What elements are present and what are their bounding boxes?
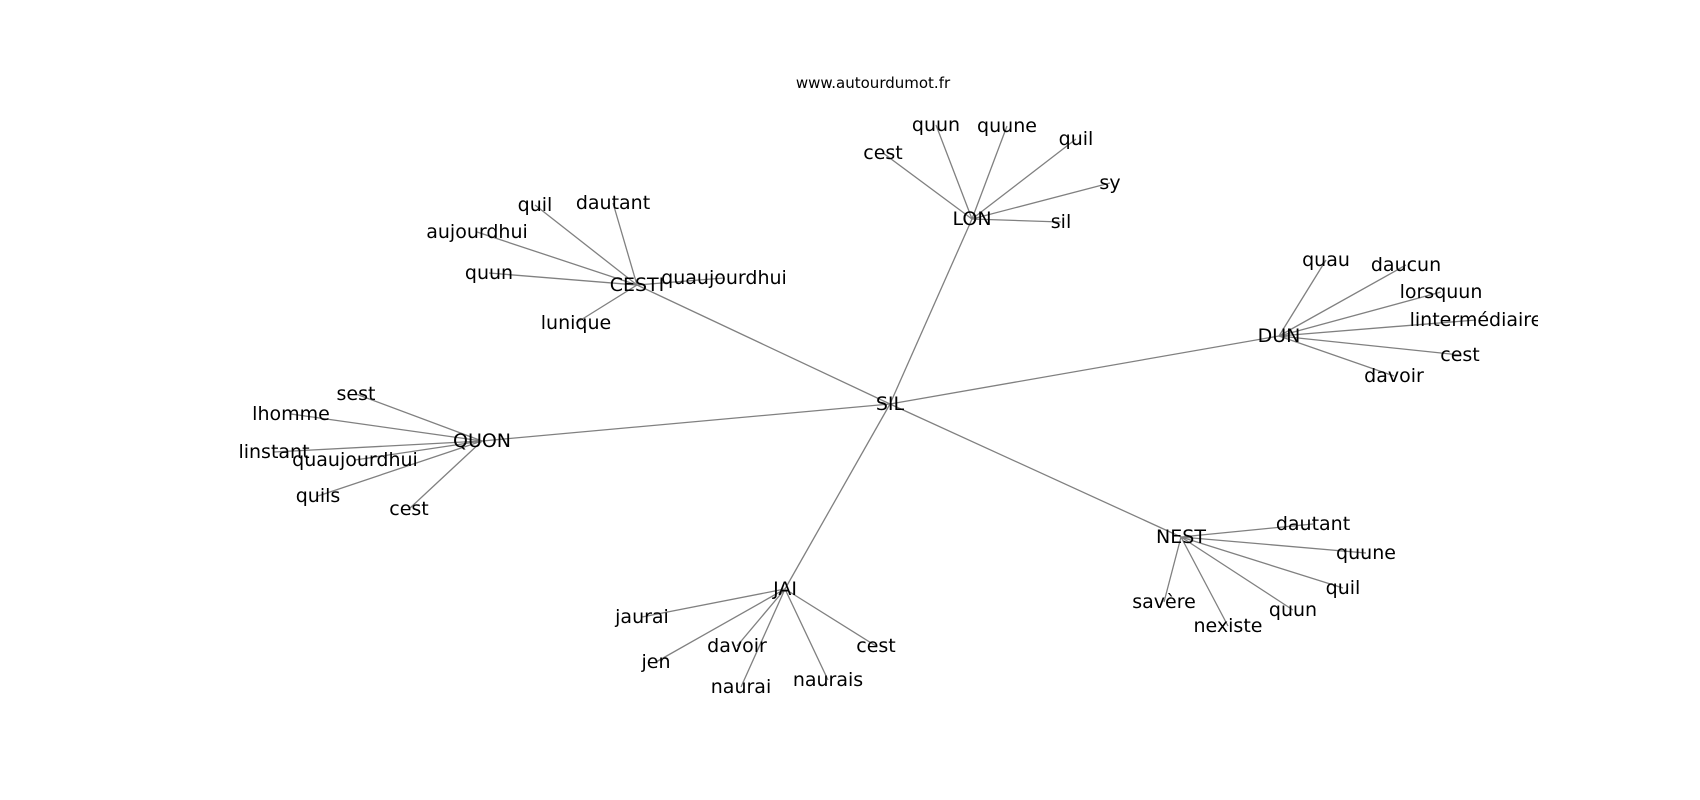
edge-dun-lorsquun [1278, 291, 1442, 337]
leaf-node-cesti-quun: quun [465, 262, 513, 284]
leaf-node-quon-cest: cest [389, 498, 428, 520]
leaf-node-cesti-dautant: dautant [576, 192, 650, 214]
leaf-node-quon-quils: quils [296, 485, 341, 507]
leaf-node-quon-quaujourdhui: quaujourdhui [292, 449, 418, 471]
edges-layer [273, 124, 1477, 688]
leaf-node-dun-lorsquun: lorsquun [1400, 281, 1483, 303]
leaf-node-lon-sil: sil [1051, 211, 1071, 233]
edge-lon-quun [935, 124, 973, 220]
leaf-node-nest-savere: savère [1132, 591, 1196, 613]
edge-center-lon [889, 218, 973, 405]
leaf-node-quon-linstant: linstant [238, 441, 309, 463]
edge-jai-cest [784, 588, 877, 647]
edge-lon-quune [971, 125, 1008, 220]
edge-quon-cest [408, 440, 483, 510]
edge-quon-sest [355, 393, 483, 442]
leaf-node-dun-daucun: daucun [1371, 254, 1441, 276]
leaf-node-lon-cest: cest [863, 142, 902, 164]
edge-lon-sil [971, 218, 1062, 223]
edge-nest-quil [1180, 536, 1344, 589]
edge-quon-quils [317, 440, 483, 497]
leaf-node-lon-quil: quil [1059, 128, 1094, 150]
edge-jai-naurai [740, 588, 786, 688]
leaf-node-lon-quune: quune [977, 115, 1037, 137]
edge-quon-quaujourdhui [354, 440, 483, 461]
edge-center-quon [481, 403, 891, 442]
edge-center-dun [889, 335, 1280, 405]
edge-lon-sy [971, 182, 1111, 220]
edge-nest-nexiste [1180, 536, 1229, 627]
edge-jai-davoir [736, 588, 786, 647]
leaf-node-nest-quil: quil [1326, 577, 1361, 599]
edge-cesti-quun [488, 272, 638, 286]
edge-jai-jaurai [641, 588, 786, 618]
leaf-node-cesti-aujourdhui: aujourdhui [426, 221, 528, 243]
edge-cesti-aujourdhui [476, 231, 638, 286]
leaf-node-jai-cest: cest [856, 635, 895, 657]
edge-dun-cest [1278, 335, 1461, 356]
leaf-node-jai-jen: jen [640, 651, 670, 673]
edge-lon-quil [971, 138, 1077, 220]
leaf-node-lon-sy: sy [1099, 172, 1120, 194]
edge-quon-lhomme [290, 413, 483, 442]
hub-node-jai: JAI [772, 578, 797, 600]
leaf-node-cesti-lunique: lunique [541, 312, 611, 334]
edge-dun-daucun [1278, 264, 1407, 337]
edge-lon-cest [882, 152, 973, 220]
edge-cesti-lunique [575, 284, 638, 324]
edge-nest-quun [1180, 536, 1294, 611]
leaf-node-quon-lhomme: lhomme [252, 403, 330, 425]
edge-nest-dautant [1180, 523, 1314, 538]
hub-node-quon: QUON [453, 430, 511, 452]
leaf-node-dun-davoir: davoir [1364, 365, 1424, 387]
edge-cesti-quil [534, 204, 638, 286]
leaf-node-dun-lintermediaire: lintermédiaire [1410, 309, 1543, 331]
leaf-node-dun-cest: cest [1440, 344, 1479, 366]
leaf-node-cesti-quaujourdhui: quaujourdhui [661, 267, 787, 289]
leaf-node-nest-dautant: dautant [1276, 513, 1350, 535]
leaf-node-nest-quune: quune [1336, 542, 1396, 564]
leaf-node-cesti-quil: quil [518, 194, 553, 216]
hub-node-nest: NEST [1156, 526, 1206, 548]
leaf-node-jai-naurais: naurais [793, 669, 863, 691]
hub-node-cesti: CESTI [610, 274, 665, 296]
center-node-sil: SIL [876, 393, 905, 415]
edge-jai-naurais [784, 588, 829, 681]
edge-center-jai [784, 403, 891, 590]
leaf-node-quon-sest: sest [337, 383, 376, 405]
edge-jai-jen [655, 588, 786, 663]
leaf-node-nest-nexiste: nexiste [1194, 615, 1263, 637]
leaf-node-jai-naurai: naurai [711, 676, 771, 698]
edge-center-nest [889, 403, 1182, 538]
edge-nest-quune [1180, 536, 1367, 554]
leaf-node-jai-davoir: davoir [707, 635, 767, 657]
leaf-node-nest-quun: quun [1269, 599, 1317, 621]
hub-node-dun: DUN [1258, 325, 1301, 347]
edge-cesti-quaujourdhui [636, 277, 725, 286]
leaf-node-jai-jaurai: jaurai [614, 606, 669, 628]
edge-dun-quau [1278, 259, 1327, 337]
leaf-node-dun-quau: quau [1302, 249, 1350, 271]
leaf-node-lon-quun: quun [912, 114, 960, 136]
edge-center-cesti [636, 284, 891, 405]
hub-node-lon: LON [952, 208, 991, 230]
source-watermark: www.autourdumot.fr [796, 74, 951, 92]
edge-dun-davoir [1278, 335, 1395, 377]
edge-dun-lintermediaire [1278, 319, 1477, 337]
edge-nest-savere [1163, 536, 1182, 603]
edge-cesti-dautant [612, 202, 638, 286]
edge-quon-linstant [273, 440, 483, 453]
